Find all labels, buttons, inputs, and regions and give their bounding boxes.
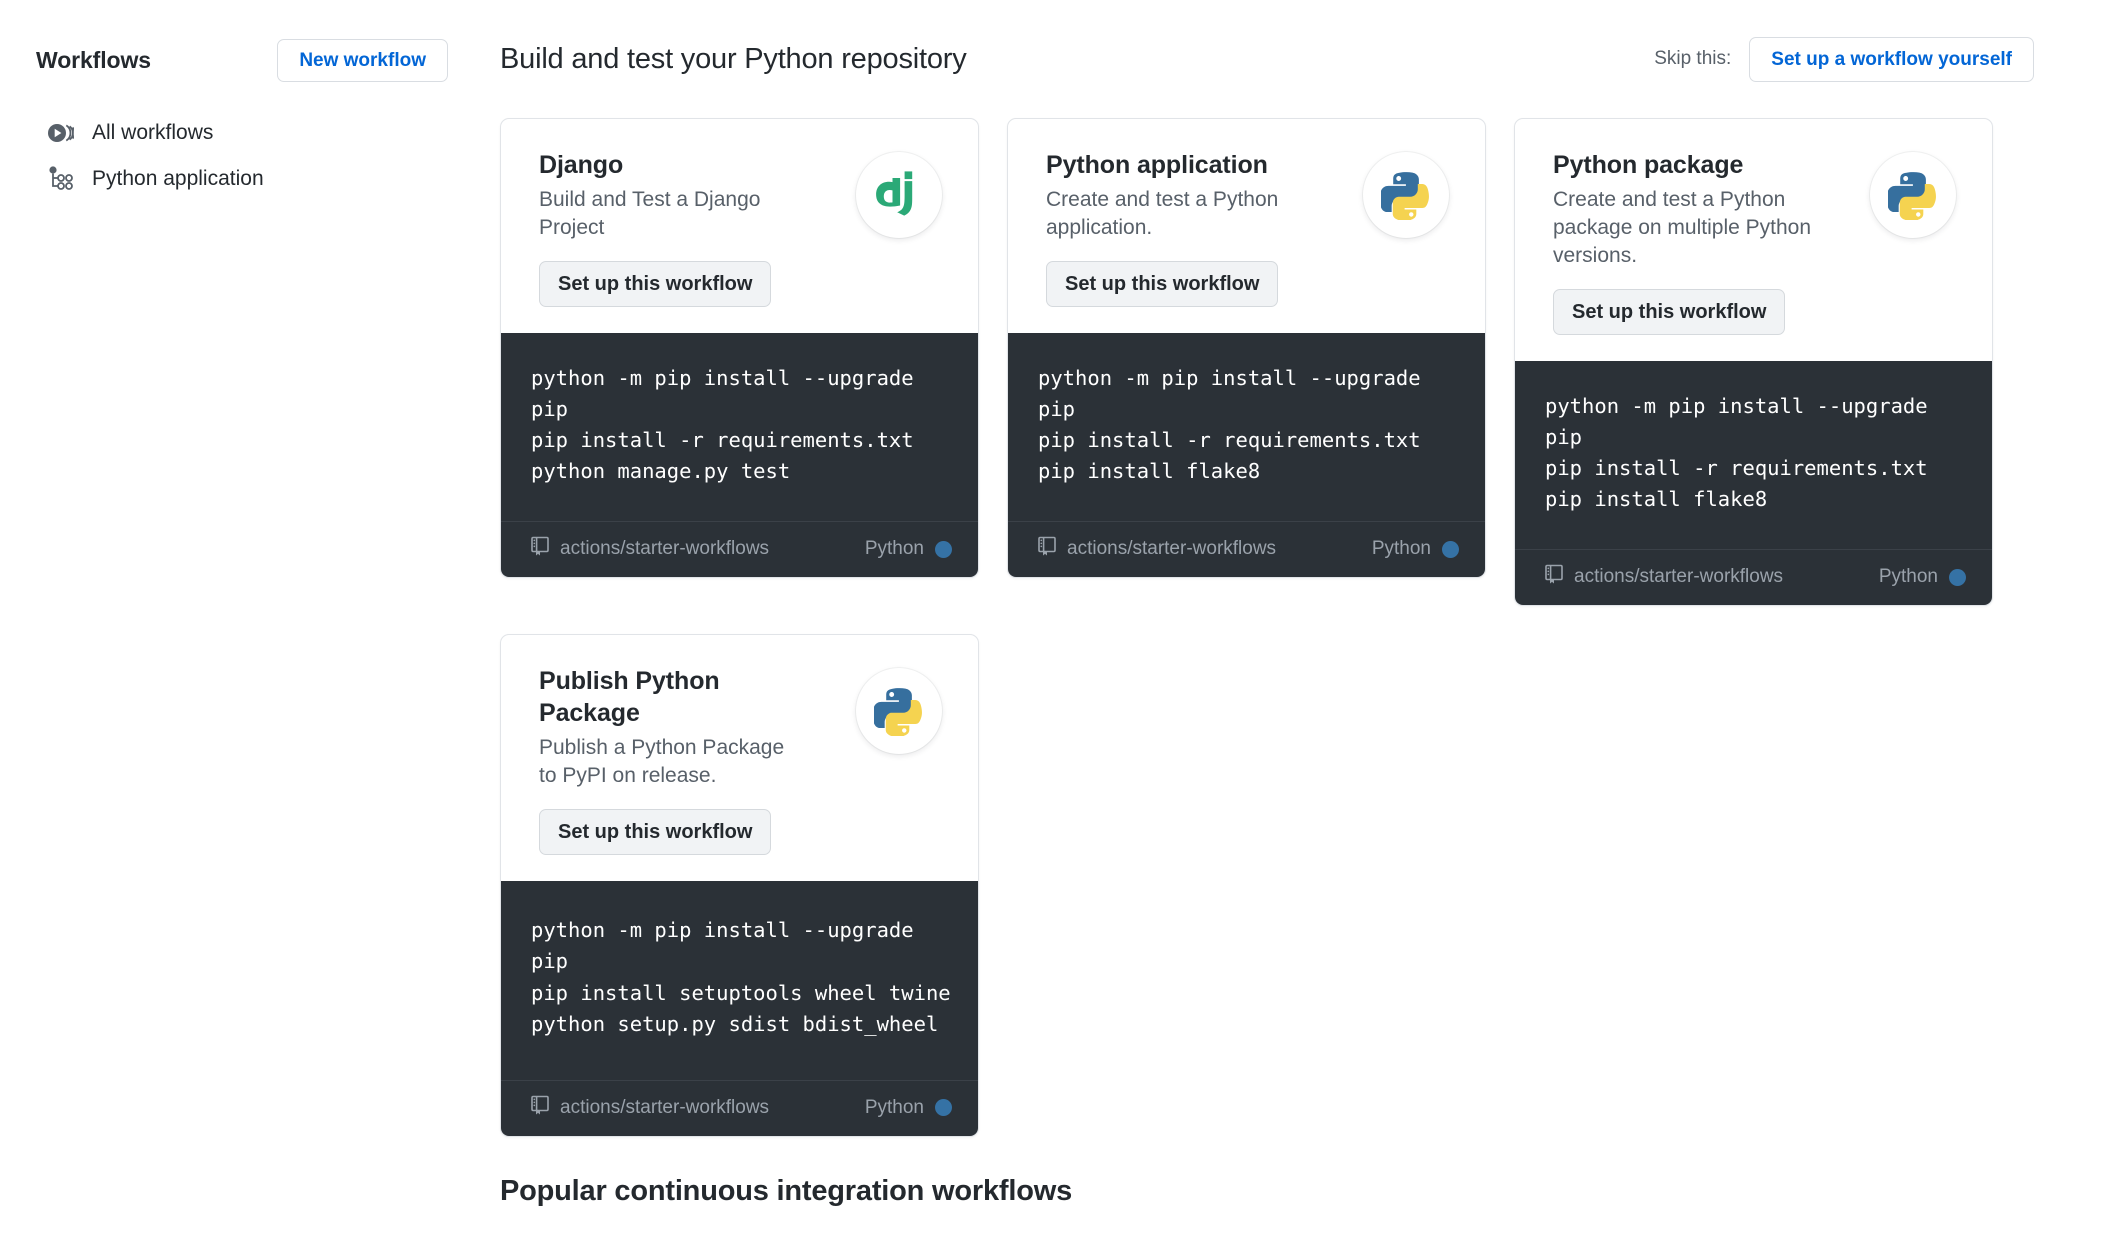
card-text: Django Build and Test a Django Project S… (539, 149, 844, 307)
language-info: Python (1879, 566, 1966, 588)
page-title: Build and test your Python repository (500, 42, 967, 75)
card-text: Python application Create and test a Pyt… (1046, 149, 1351, 307)
language-name: Python (1878, 566, 1938, 588)
repo-link[interactable]: actions/starter-workflows (531, 1095, 769, 1121)
repo-link[interactable]: actions/starter-workflows (1038, 536, 1276, 562)
django-logo-icon (856, 152, 942, 238)
language-name: Python (864, 1096, 924, 1118)
set-up-this-workflow-button[interactable]: Set up this workflow (539, 260, 772, 307)
card-text: Python package Create and test a Python … (1553, 149, 1858, 335)
sidebar: Workflows New workflow All workflows (0, 0, 500, 202)
repo-book-icon (531, 536, 550, 562)
python-logo-icon (1870, 152, 1956, 238)
language-info: Python (865, 538, 952, 560)
card-title: Python application (1046, 151, 1268, 179)
card-footer: actions/starter-workflows Python (1515, 549, 1992, 606)
set-up-this-workflow-button[interactable]: Set up this workflow (1553, 288, 1786, 335)
workflow-card-publish-python-package[interactable]: Publish Python Package Publish a Python … (500, 634, 979, 1137)
skip-label: Skip this: (1654, 48, 1732, 69)
new-workflow-button[interactable]: New workflow (277, 38, 448, 82)
section-heading-popular-ci: Popular continuous integration workflows (500, 1174, 1073, 1207)
main-content: Build and test your Python repository Sk… (500, 0, 2118, 1232)
language-color-dot (935, 540, 952, 558)
card-description: Build and Test a Django Project (539, 188, 761, 239)
card-title: Python package (1553, 151, 1744, 179)
repo-name: actions/starter-workflows (1574, 566, 1784, 588)
workflow-card-python-application[interactable]: Python application Create and test a Pyt… (1007, 118, 1486, 579)
card-title: Publish Python Package (539, 667, 720, 728)
python-logo-icon (856, 668, 942, 755)
language-name: Python (864, 538, 924, 560)
repo-link[interactable]: actions/starter-workflows (531, 536, 769, 562)
language-color-dot (1949, 568, 1966, 586)
sidebar-nav: All workflows Python application (36, 110, 500, 202)
repo-name: actions/starter-workflows (560, 538, 770, 560)
workflow-graph-icon (47, 165, 75, 193)
workflow-card-grid: Django Build and Test a Django Project S… (500, 118, 2043, 1137)
set-up-this-workflow-button[interactable]: Set up this workflow (539, 809, 772, 856)
sidebar-item-python-application[interactable]: Python application (36, 156, 500, 202)
sidebar-item-label: Python application (92, 167, 264, 191)
repo-book-icon (531, 1095, 550, 1121)
card-code-snippet: python -m pip install --upgrade pip pip … (1515, 360, 1992, 550)
workflow-card-django[interactable]: Django Build and Test a Django Project S… (500, 118, 979, 579)
set-up-this-workflow-button[interactable]: Set up this workflow (1046, 260, 1279, 307)
card-description: Publish a Python Package to PyPI on rele… (539, 736, 785, 788)
repo-name: actions/starter-workflows (560, 1096, 770, 1118)
sidebar-header: Workflows New workflow (36, 38, 500, 82)
card-body: Publish Python Package Publish a Python … (501, 635, 978, 881)
card-code-snippet: python -m pip install --upgrade pip pip … (1008, 332, 1485, 522)
language-info: Python (1372, 538, 1459, 560)
card-footer: actions/starter-workflows Python (1008, 521, 1485, 578)
sidebar-item-all-workflows[interactable]: All workflows (36, 110, 500, 156)
card-code-snippet: python -m pip install --upgrade pip pip … (501, 881, 978, 1080)
card-code-snippet: python -m pip install --upgrade pip pip … (501, 332, 978, 522)
language-name: Python (1371, 538, 1431, 560)
card-body: Django Build and Test a Django Project S… (501, 119, 978, 333)
workflow-card-python-package[interactable]: Python package Create and test a Python … (1514, 118, 1993, 607)
card-description: Create and test a Python application. (1046, 188, 1279, 239)
setup-workflow-yourself-button[interactable]: Set up a workflow yourself (1749, 36, 2034, 82)
repo-link[interactable]: actions/starter-workflows (1545, 564, 1783, 590)
card-body: Python application Create and test a Pyt… (1008, 119, 1485, 333)
sidebar-title: Workflows (36, 46, 151, 73)
repo-name: actions/starter-workflows (1067, 538, 1277, 560)
workflow-runs-icon (47, 119, 75, 147)
repo-book-icon (1545, 564, 1564, 590)
repo-book-icon (1038, 536, 1057, 562)
card-description: Create and test a Python package on mult… (1553, 188, 1811, 267)
sidebar-item-label: All workflows (92, 121, 214, 145)
card-text: Publish Python Package Publish a Python … (539, 665, 844, 856)
python-logo-icon (1363, 152, 1449, 238)
card-footer: actions/starter-workflows Python (501, 521, 978, 578)
main-header: Build and test your Python repository Sk… (500, 30, 2118, 88)
language-info: Python (865, 1097, 952, 1119)
card-footer: actions/starter-workflows Python (501, 1079, 978, 1136)
skip-section: Skip this: Set up a workflow yourself (1654, 36, 2034, 82)
language-color-dot (935, 1099, 952, 1117)
card-title: Django (539, 151, 624, 179)
card-body: Python package Create and test a Python … (1515, 119, 1992, 361)
language-color-dot (1442, 540, 1459, 558)
